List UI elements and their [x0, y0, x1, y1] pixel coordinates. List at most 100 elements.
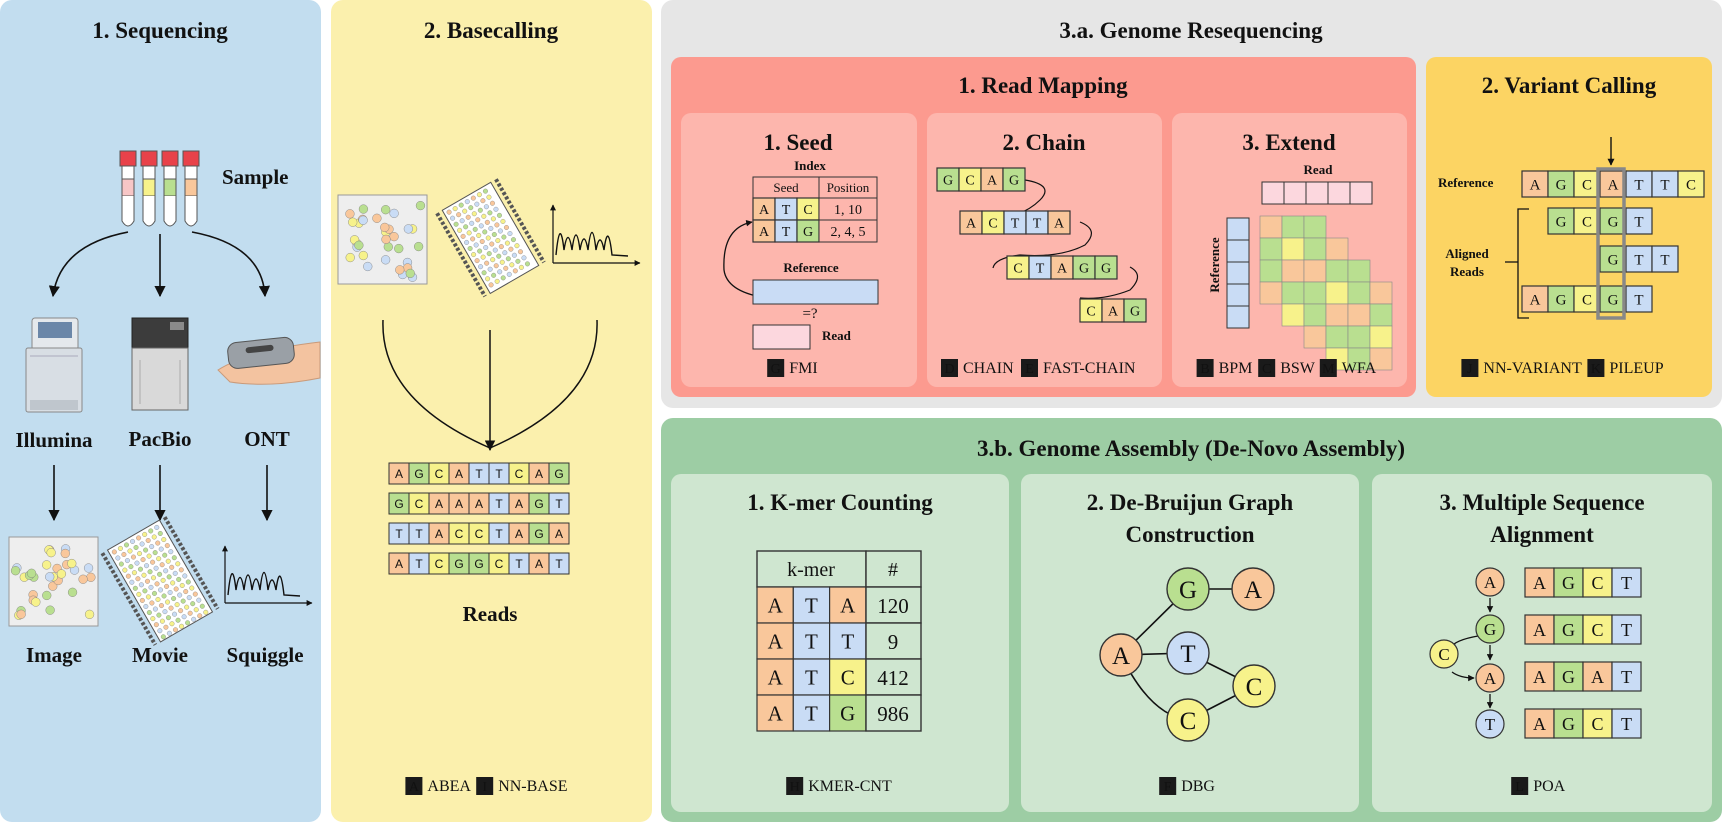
- assembly-panel: 3.b. Genome Assembly (De-Novo Assembly) …: [661, 418, 1722, 822]
- msa-base-base: T: [1621, 620, 1632, 640]
- well-dot: [512, 268, 518, 274]
- well-dot: [131, 554, 136, 560]
- extend-matrix-cell: [1303, 215, 1327, 239]
- cluster-dot: [83, 563, 94, 573]
- well-dot: [131, 570, 137, 576]
- well-dot: [196, 597, 202, 603]
- well-dot: [151, 575, 156, 581]
- tool-name: POA: [1533, 778, 1565, 795]
- well-dot: [197, 613, 203, 619]
- chain-base-base: G: [1079, 262, 1089, 277]
- well-dot: [496, 253, 502, 259]
- tool-badge: [1021, 359, 1038, 377]
- extend-matrix: [1226, 181, 1393, 371]
- well-dot: [525, 261, 530, 267]
- well-dot: [183, 589, 189, 595]
- extend-ref-cell: [1226, 305, 1250, 329]
- tool-badge-letter: A: [409, 780, 420, 795]
- well-dot: [136, 591, 142, 597]
- extend-read-cell: [1261, 181, 1285, 205]
- well-dot: [155, 540, 161, 546]
- msa-base-cell: [1553, 661, 1584, 692]
- chain-base-base: A: [1054, 217, 1065, 232]
- variant-read-base-cell: [1625, 245, 1653, 273]
- read-base: T: [555, 497, 563, 511]
- variant-ref-base-base: A: [1530, 177, 1541, 193]
- well-dot: [140, 557, 146, 563]
- well-dot: [173, 627, 178, 633]
- kmer-title: 1. K-mer Counting: [747, 490, 933, 515]
- extend-matrix-cell: [1325, 237, 1349, 261]
- tool-badge-letter: G: [771, 362, 781, 377]
- chain-link-2: [992, 221, 1092, 269]
- ont-label: ONT: [244, 427, 290, 451]
- well-dot: [500, 218, 506, 224]
- chain-base-base: A: [966, 217, 977, 232]
- well-dot: [128, 564, 134, 570]
- read-base: G: [394, 497, 403, 511]
- dbg-node-label: A: [1112, 643, 1130, 670]
- well-dot: [181, 614, 187, 620]
- variant-ref-base-base: A: [1608, 177, 1619, 193]
- seed-title: 1. Seed: [764, 130, 833, 155]
- kmer-base-cell: [792, 694, 831, 732]
- msa-node-label: A: [1484, 669, 1497, 688]
- read-base-cell: [548, 552, 570, 575]
- well-dot: [477, 207, 483, 213]
- well-dot: [504, 225, 509, 230]
- msa-title-2: Alignment: [1490, 522, 1594, 547]
- well-dot: [162, 552, 168, 558]
- well-dot: [161, 593, 167, 599]
- tool-name: WFA: [1342, 360, 1377, 377]
- extend-matrix-cell: [1303, 237, 1327, 261]
- cluster-dot: [358, 215, 368, 225]
- cluster-dot: [46, 548, 56, 558]
- well-dot: [151, 534, 157, 540]
- tool-badge: [1159, 777, 1177, 795]
- tool-badge-letter: C: [1262, 362, 1271, 377]
- well-dot: [154, 581, 160, 587]
- variant-ref-base-cell: [1573, 170, 1601, 198]
- cluster-dot: [395, 265, 405, 275]
- well-dot: [175, 561, 181, 567]
- tool-name: KMER-CNT: [808, 778, 892, 795]
- msa-base-cell: [1611, 708, 1642, 739]
- read-base: A: [515, 527, 523, 541]
- well-dot: [480, 254, 486, 260]
- well-dot: [489, 241, 495, 247]
- well-dot: [464, 239, 470, 245]
- read-base: T: [415, 557, 423, 571]
- well-dot: [168, 605, 174, 611]
- well-dot: [486, 251, 492, 257]
- well-dot: [185, 579, 191, 585]
- msa-base-cell: [1582, 708, 1613, 739]
- read-base: G: [474, 557, 483, 571]
- tool-badge: [1587, 359, 1605, 377]
- extend-matrix-cell: [1369, 325, 1393, 349]
- well-dot: [167, 590, 173, 595]
- aligned-label-2: Reads: [1450, 264, 1484, 279]
- position-header: Position: [827, 180, 870, 195]
- read-base: C: [495, 557, 504, 571]
- variant-ref-base-cell: [1547, 170, 1575, 198]
- well-dot: [501, 234, 507, 240]
- well-dot: [490, 216, 496, 222]
- variant-read-base-cell: [1625, 207, 1653, 235]
- tool-name: FAST-CHAIN: [1043, 360, 1136, 377]
- well-dot: [156, 612, 162, 618]
- tool-badge-letter: I: [482, 780, 487, 795]
- chain-base-cell: [1123, 298, 1147, 323]
- read-base: A: [475, 497, 483, 511]
- well-dot: [137, 551, 142, 557]
- extend-ref-cell: [1226, 283, 1250, 307]
- well-dot: [186, 595, 192, 601]
- well-dot: [163, 624, 169, 630]
- well-dot: [487, 210, 493, 216]
